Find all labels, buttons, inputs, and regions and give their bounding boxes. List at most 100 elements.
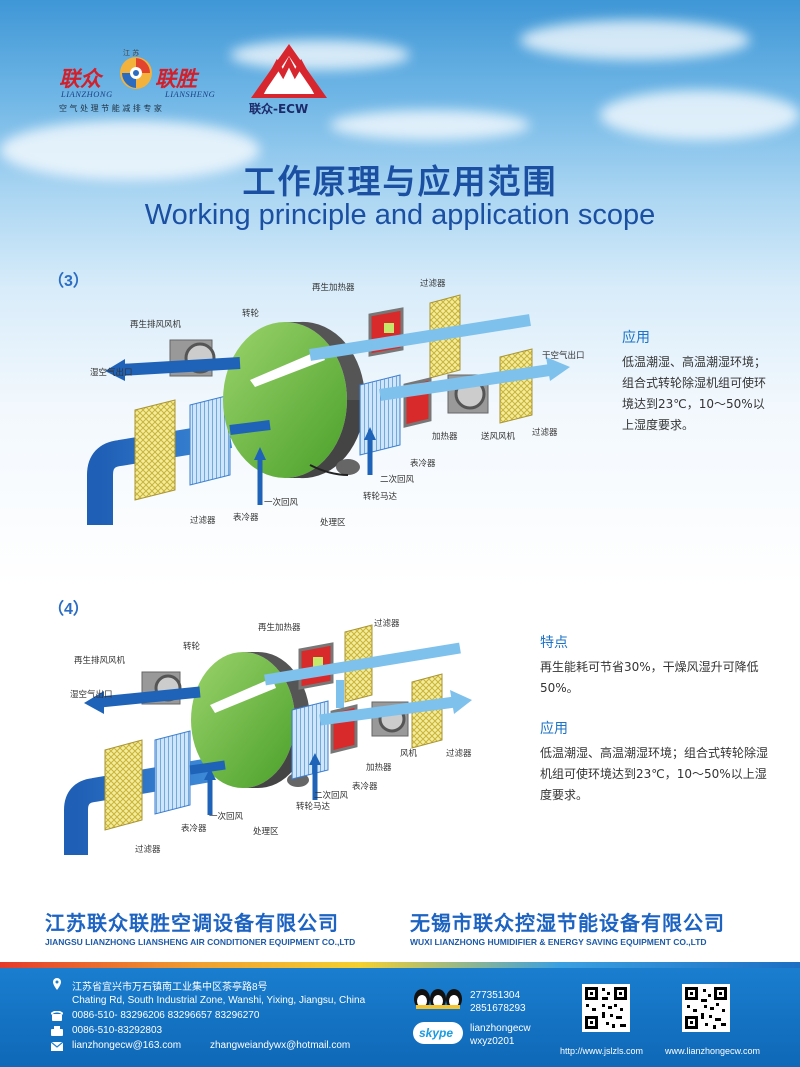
lianzhong-liansheng-logo: 联众 江 苏 联胜 LIANZHONG LIANSHENG 空 气 处 理 节 … (55, 45, 235, 125)
section-4-feature-text: 再生能耗可节省30%，干燥风湿升可降低50%。 (540, 660, 759, 695)
ecw-mountain-icon (251, 44, 327, 98)
logo-cn-left: 联众 (59, 66, 101, 91)
regen-air-flow (264, 642, 461, 686)
label-rotor: 转轮 (242, 309, 260, 319)
label-secondary-return: 二次回风 (314, 791, 349, 801)
cloud (0, 120, 260, 180)
label-filter-right: 过滤器 (532, 428, 558, 438)
label-rotor: 转轮 (183, 642, 201, 652)
label-rotor-motor: 转轮马达 (363, 492, 398, 502)
logo-en-right: LIANSHENG (165, 89, 216, 99)
website-url-2[interactable]: www.lianzhongecw.com (665, 1046, 761, 1056)
address-cn: 江苏省宜兴市万石镇南工业集中区茶亭路8号 (72, 982, 268, 993)
inlet-duct (64, 758, 213, 855)
logo-cn-right: 联胜 (155, 66, 197, 91)
label-filter-top: 过滤器 (374, 619, 400, 629)
logo-small-top: 江 苏 (123, 49, 140, 57)
section-3-app-text: 低温潮湿、高温潮湿环境；组合式转轮除湿机组可使环境达到23℃，10～50%以上湿… (622, 355, 767, 432)
email-1[interactable]: lianzhongecw@163.com (72, 1040, 182, 1051)
footer-bar (0, 962, 800, 1067)
qq-number-2: 2851678293 (470, 1003, 526, 1014)
company-right-en: WUXI LIANZHONG HUMIDIFIER & ENERGY SAVIN… (410, 937, 707, 947)
email-icon (51, 1042, 63, 1051)
email-2[interactable]: zhangweiandywx@hotmail.com (210, 1040, 351, 1051)
label-primary-return: 一次回风 (264, 498, 299, 508)
label-filter-top: 过滤器 (420, 279, 446, 289)
label-supply-fan: 送风风机 (481, 432, 516, 442)
cooler-left (189, 394, 231, 486)
filter-left (104, 739, 143, 831)
wet-air-flow (99, 686, 201, 708)
cloud (330, 110, 530, 140)
company-right-cn: 无锡市联众控湿节能设备有限公司 (410, 911, 725, 935)
website-url-1[interactable]: http://www.jslzls.com (560, 1046, 644, 1056)
label-process-zone: 处理区 (253, 827, 279, 837)
section-3-app-heading: 应用 (622, 330, 650, 346)
phone-icon (51, 1011, 63, 1021)
skype-label: skype (419, 1026, 454, 1040)
qr-code-1-icon (582, 984, 630, 1032)
qq-number-1: 277351304 (470, 990, 521, 1001)
location-pin-icon (53, 978, 61, 990)
cloud (600, 90, 800, 140)
rotor-divider (250, 350, 325, 387)
label-regen-heater: 再生加热器 (312, 283, 355, 293)
label-cooler-left: 表冷器 (233, 513, 259, 523)
label-wet-air-outlet: 湿空气出口 (90, 368, 133, 378)
fax-icon (51, 1026, 63, 1036)
logo-slogan: 空 气 处 理 节 能 减 排 专 家 (59, 104, 162, 113)
regen-air-flow (309, 314, 531, 361)
filter-left (134, 399, 176, 501)
inlet-duct (87, 422, 233, 525)
label-heater: 加热器 (432, 432, 458, 442)
section-4-app-text: 低温潮湿、高温潮湿环境；组合式转轮除湿机组可使环境达到23℃，10～50%以上湿… (540, 746, 769, 802)
logo-en-left: LIANZHONG (61, 89, 113, 99)
fax-number: 0086-510-83292803 (72, 1025, 163, 1036)
label-secondary-return: 二次回风 (380, 475, 415, 485)
label-rotor-motor: 转轮马达 (296, 802, 331, 812)
wet-air-flow (119, 357, 241, 376)
dry-air-flow (319, 696, 456, 726)
rotor-rim-lower (285, 400, 366, 479)
label-dry-air-outlet: 干空气出口 (542, 351, 585, 361)
label-process-zone: 处理区 (320, 518, 346, 528)
rotor-divider (210, 678, 276, 713)
page-title-en: Working principle and application scope (144, 199, 656, 231)
section-4-app-heading: 应用 (540, 721, 568, 737)
ecw-logo-text: 联众-ECW (249, 102, 309, 116)
skype-icon: skype (413, 1022, 463, 1044)
section-4-feature-heading: 特点 (540, 635, 568, 651)
page-title-cn: 工作原理与应用范围 (242, 162, 558, 201)
label-filter-right: 过滤器 (446, 749, 472, 759)
skype-id-1: lianzhongecw (470, 1023, 531, 1034)
filter-right (499, 348, 533, 424)
skype-id-2: wxyz0201 (470, 1036, 515, 1047)
label-fan: 风机 (400, 749, 418, 759)
qq-penguin-icon (414, 989, 462, 1009)
cloud (230, 40, 410, 70)
section-3-number: （3） (48, 273, 89, 290)
section-4-number: （4） (48, 601, 89, 618)
label-cooler-mid: 表冷器 (352, 782, 378, 792)
label-wet-air-outlet: 湿空气出口 (70, 690, 113, 700)
cooler-mid (291, 700, 329, 780)
dry-air-flow (379, 364, 551, 401)
address-en: Chating Rd, South Industrial Zone, Wansh… (72, 995, 366, 1006)
cooler-left (154, 730, 191, 815)
rotor-wheel (223, 322, 347, 478)
label-heater: 加热器 (366, 763, 392, 773)
company-left-cn: 江苏联众联胜空调设备有限公司 (45, 911, 339, 935)
label-cooler-left: 表冷器 (181, 824, 207, 834)
swirl-logo-icon (120, 57, 152, 89)
rotor-motor (336, 459, 360, 475)
company-left-en: JIANGSU LIANZHONG LIANSHENG AIR CONDITIO… (45, 937, 356, 947)
label-regen-fan: 再生排风风机 (130, 320, 182, 330)
label-regen-fan: 再生排风风机 (74, 656, 126, 666)
diagram-3 (87, 294, 570, 525)
phone-numbers: 0086-510- 83296206 83296657 83296270 (72, 1010, 260, 1021)
label-filter-left: 过滤器 (190, 516, 216, 526)
label-cooler-mid: 表冷器 (410, 459, 436, 469)
diagram-4 (64, 624, 472, 855)
label-primary-return: 一次回风 (209, 812, 244, 822)
